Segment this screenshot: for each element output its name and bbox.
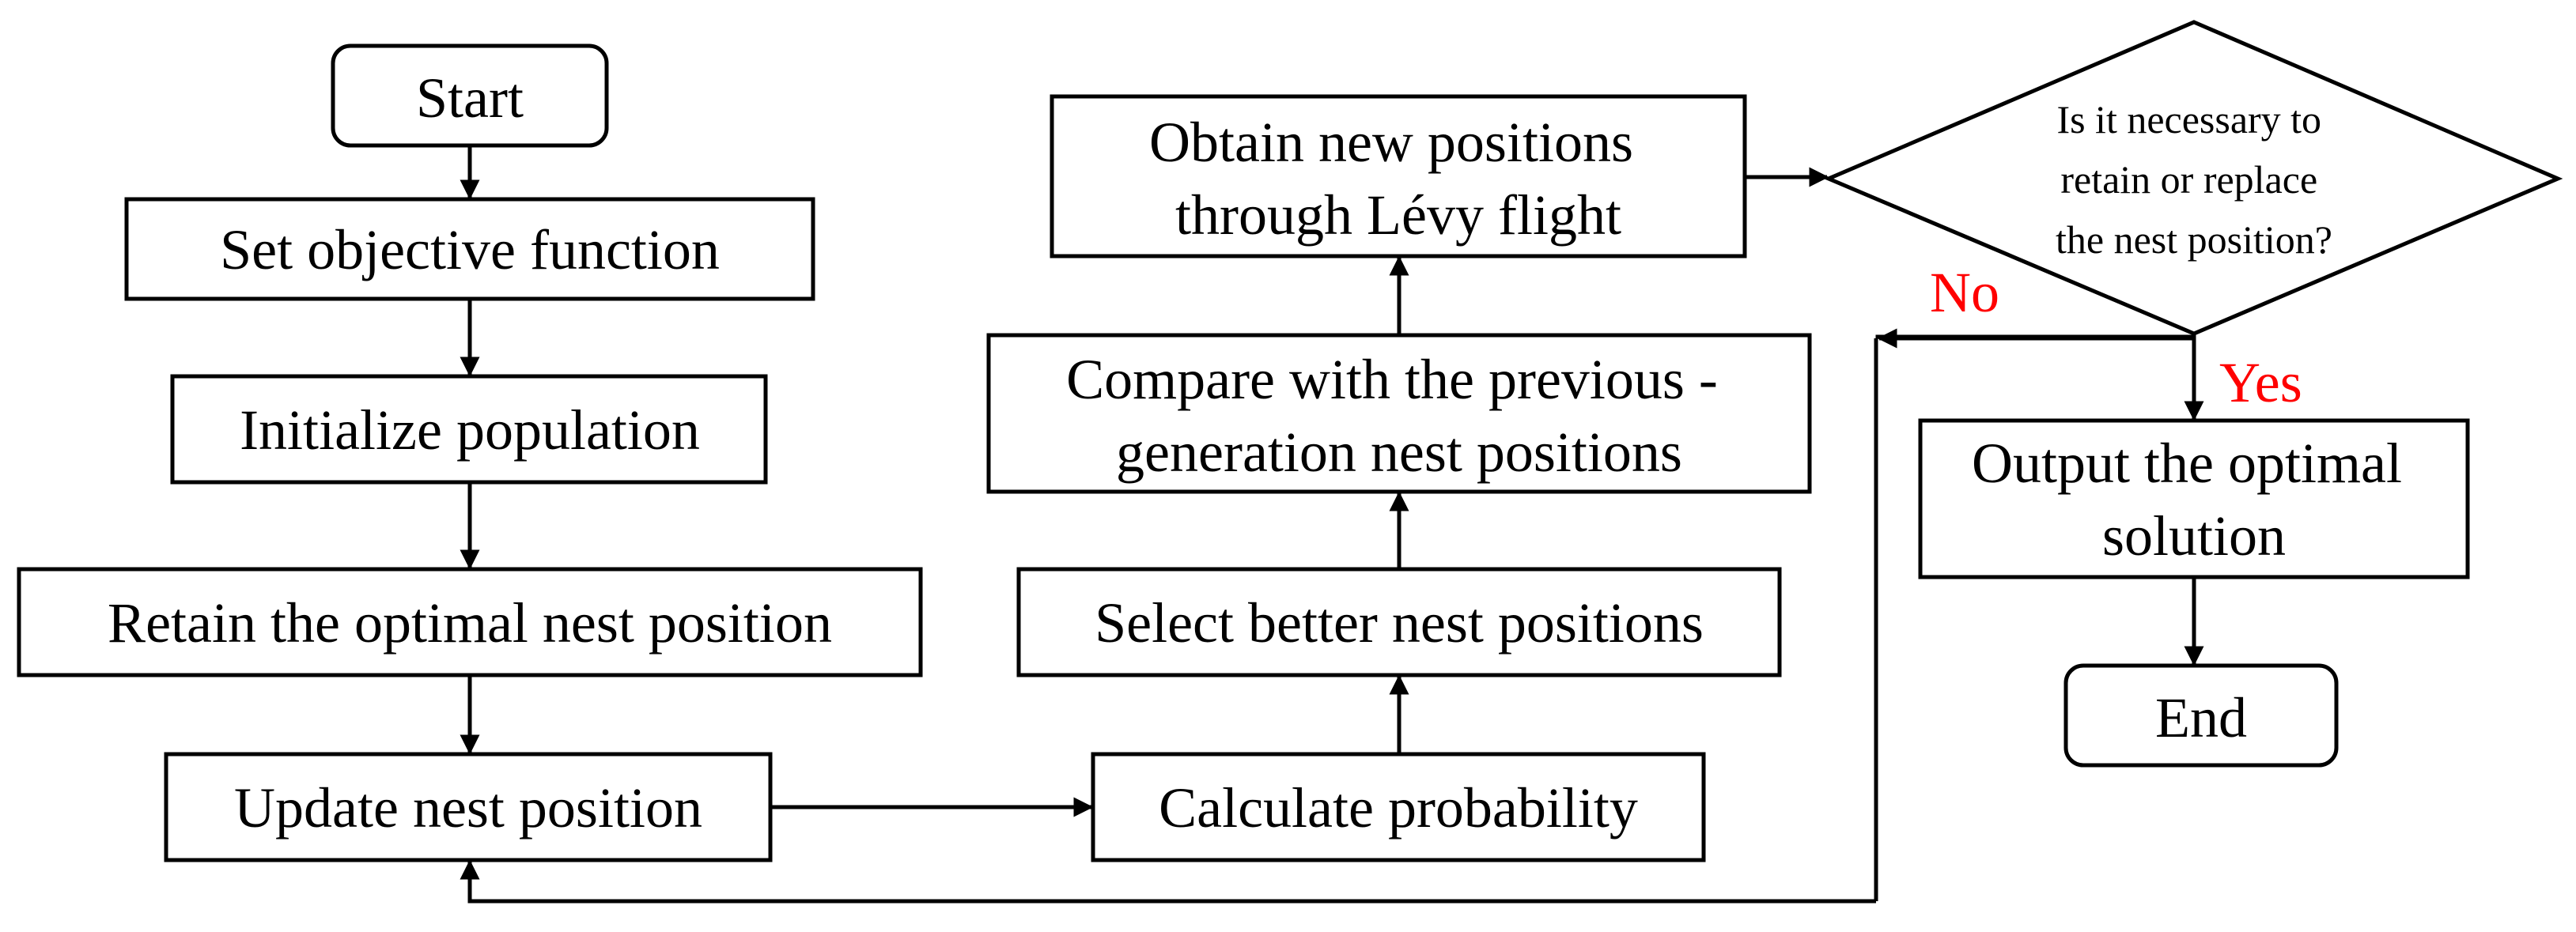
node-end-line-1: End xyxy=(2155,686,2247,749)
node-compare-previous-generation-label: Compare with the previous - generation n… xyxy=(1066,348,1732,484)
node-set-objective-function-line-1: Set objective function xyxy=(220,218,720,281)
node-levy-flight-label: Obtain new positions through Lévy flight xyxy=(1149,111,1647,247)
node-start-line-1: Start xyxy=(416,66,524,130)
node-start: Start xyxy=(331,43,609,148)
node-set-objective-function: Set objective function xyxy=(124,197,815,301)
node-retain-optimal-nest-position: Retain the optimal nest position xyxy=(17,567,923,677)
node-initialize-population-line-1: Initialize population xyxy=(240,398,700,462)
node-select-better-nest-positions: Select better nest positions xyxy=(1016,567,1782,677)
node-set-objective-function-label: Set objective function xyxy=(220,218,720,281)
node-decision-line-1: Is it necessary to xyxy=(2056,97,2321,141)
node-start-label: Start xyxy=(416,66,524,130)
node-retain-optimal-nest-position-label: Retain the optimal nest position xyxy=(108,591,832,655)
node-select-better-nest-positions-label: Select better nest positions xyxy=(1095,591,1704,655)
node-decision-retain-or-replace-label: Is it necessary to retain or replace the… xyxy=(2056,97,2332,262)
node-decision-line-3: the nest position? xyxy=(2056,217,2332,262)
node-update-nest-position: Update nest position xyxy=(164,752,773,862)
edge-loop-back-to-update-nest xyxy=(460,859,1876,904)
node-levy-flight: Obtain new positions through Lévy flight xyxy=(1050,94,1747,258)
edge-label-no: No xyxy=(1930,261,1999,324)
node-calculate-probability-label: Calculate probability xyxy=(1159,776,1638,840)
node-end-label: End xyxy=(2155,686,2247,749)
node-output-optimal-solution-line-1: Output the optimal xyxy=(1972,432,2402,495)
node-update-nest-position-label: Update nest position xyxy=(234,776,702,840)
node-calculate-probability: Calculate probability xyxy=(1091,752,1706,862)
node-levy-flight-line-1: Obtain new positions xyxy=(1149,111,1633,174)
node-calculate-probability-line-1: Calculate probability xyxy=(1159,776,1638,840)
node-output-optimal-solution-line-2: solution xyxy=(2102,504,2286,568)
edge-label-yes: Yes xyxy=(2219,351,2302,414)
node-initialize-population: Initialize population xyxy=(170,374,768,485)
node-levy-flight-line-2: through Lévy flight xyxy=(1175,183,1621,247)
node-end: End xyxy=(2063,663,2339,768)
node-compare-previous-generation: Compare with the previous - generation n… xyxy=(986,333,1812,494)
node-update-nest-position-line-1: Update nest position xyxy=(234,776,702,840)
node-compare-previous-generation-line-2: generation nest positions xyxy=(1116,421,1682,484)
node-output-optimal-solution-label: Output the optimal solution xyxy=(1972,432,2416,568)
node-retain-optimal-nest-position-line-1: Retain the optimal nest position xyxy=(108,591,832,655)
node-compare-previous-generation-line-1: Compare with the previous - xyxy=(1066,348,1718,411)
node-output-optimal-solution: Output the optimal solution xyxy=(1918,418,2470,579)
node-decision-line-2: retain or replace xyxy=(2060,157,2317,202)
node-initialize-population-label: Initialize population xyxy=(240,398,700,462)
node-decision-retain-or-replace: Is it necessary to retain or replace the… xyxy=(1823,20,2563,336)
node-select-better-nest-positions-line-1: Select better nest positions xyxy=(1095,591,1704,655)
